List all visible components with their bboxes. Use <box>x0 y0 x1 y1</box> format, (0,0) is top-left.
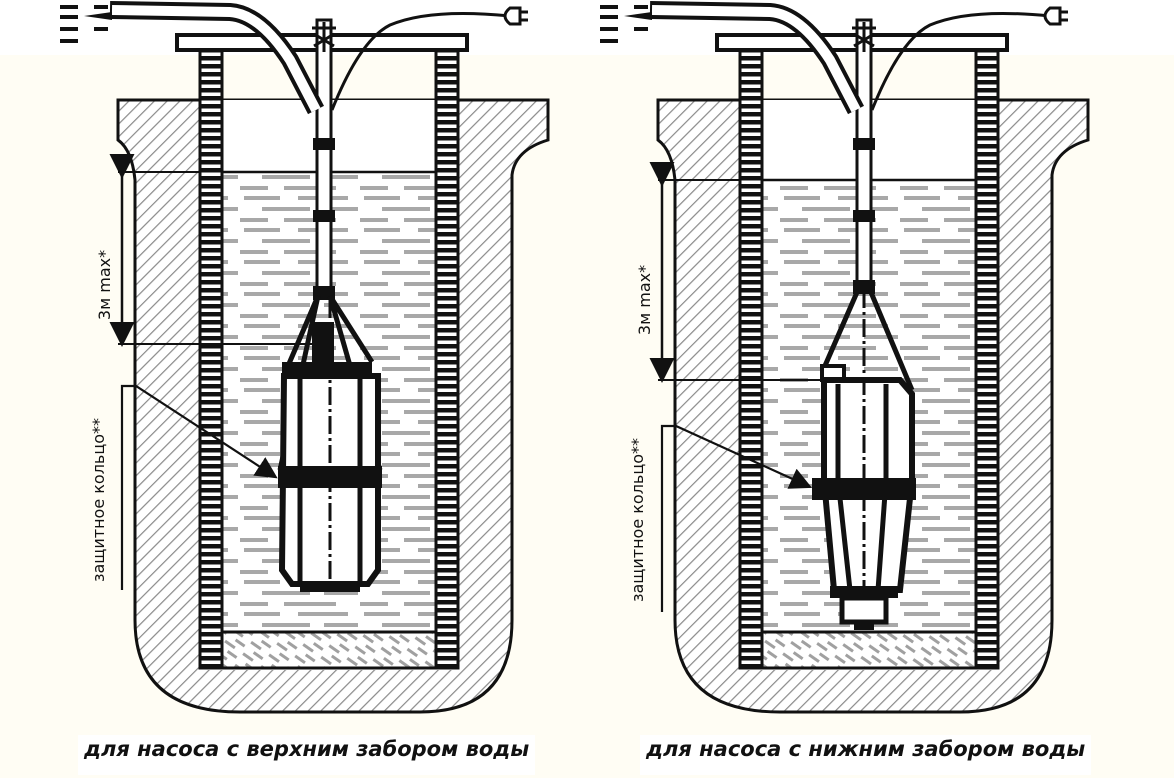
caption-top-intake: для насоса с верхним забором воды <box>78 735 536 775</box>
hose-inner <box>651 5 861 113</box>
ring-leader-line <box>120 384 278 590</box>
casing-wall-left <box>738 48 764 670</box>
pump-intake <box>839 595 889 625</box>
pump-bracket <box>821 289 915 391</box>
plug-icon <box>503 6 528 26</box>
rod-clamp <box>313 138 335 150</box>
depth-dimension-left: 3м max* <box>95 250 114 320</box>
ring-leader-line <box>660 424 813 612</box>
rod-clamp <box>853 138 875 150</box>
cord-clamp <box>852 22 876 52</box>
suspension-cord <box>315 18 333 298</box>
power-cable <box>330 11 511 111</box>
power-cable <box>870 11 1051 111</box>
gravel-filter <box>220 630 438 670</box>
protective-ring <box>812 478 916 500</box>
suspension-cord <box>855 18 873 292</box>
diagram-top-intake <box>60 1 550 714</box>
cord-clamp <box>312 22 336 52</box>
plug-icon <box>1043 6 1068 26</box>
depth-dimension-right: 3м max* <box>635 265 654 335</box>
rod-clamp <box>313 210 335 222</box>
hose-inner <box>111 5 321 113</box>
ring-label-right-group: защитное кольцо** <box>628 438 647 602</box>
casing-wall-left <box>198 48 224 670</box>
arrow-left-icon <box>60 5 112 43</box>
pump-bottom <box>300 582 360 592</box>
depth-label: 3м max* <box>95 250 114 320</box>
pump-foot <box>854 622 874 630</box>
protective-ring <box>278 466 382 488</box>
pump-lower-flange <box>830 586 898 598</box>
casing-wall-right <box>974 48 1000 670</box>
ring-label-left-group: защитное кольцо** <box>89 418 108 582</box>
gravel-filter <box>760 630 978 670</box>
caption-bottom-intake: для насоса с нижним забором воды <box>640 735 1092 775</box>
pump-top-flange <box>282 362 372 376</box>
rod-clamp <box>853 210 875 222</box>
protective-ring-label: защитное кольцо** <box>89 418 108 582</box>
diagram-bottom-intake <box>600 1 1090 714</box>
arrow-left-icon <box>600 5 652 43</box>
protective-ring-label: защитное кольцо** <box>628 438 647 602</box>
pump-bracket <box>277 294 383 471</box>
casing-wall-right <box>434 48 460 670</box>
depth-label: 3м max* <box>635 265 654 335</box>
